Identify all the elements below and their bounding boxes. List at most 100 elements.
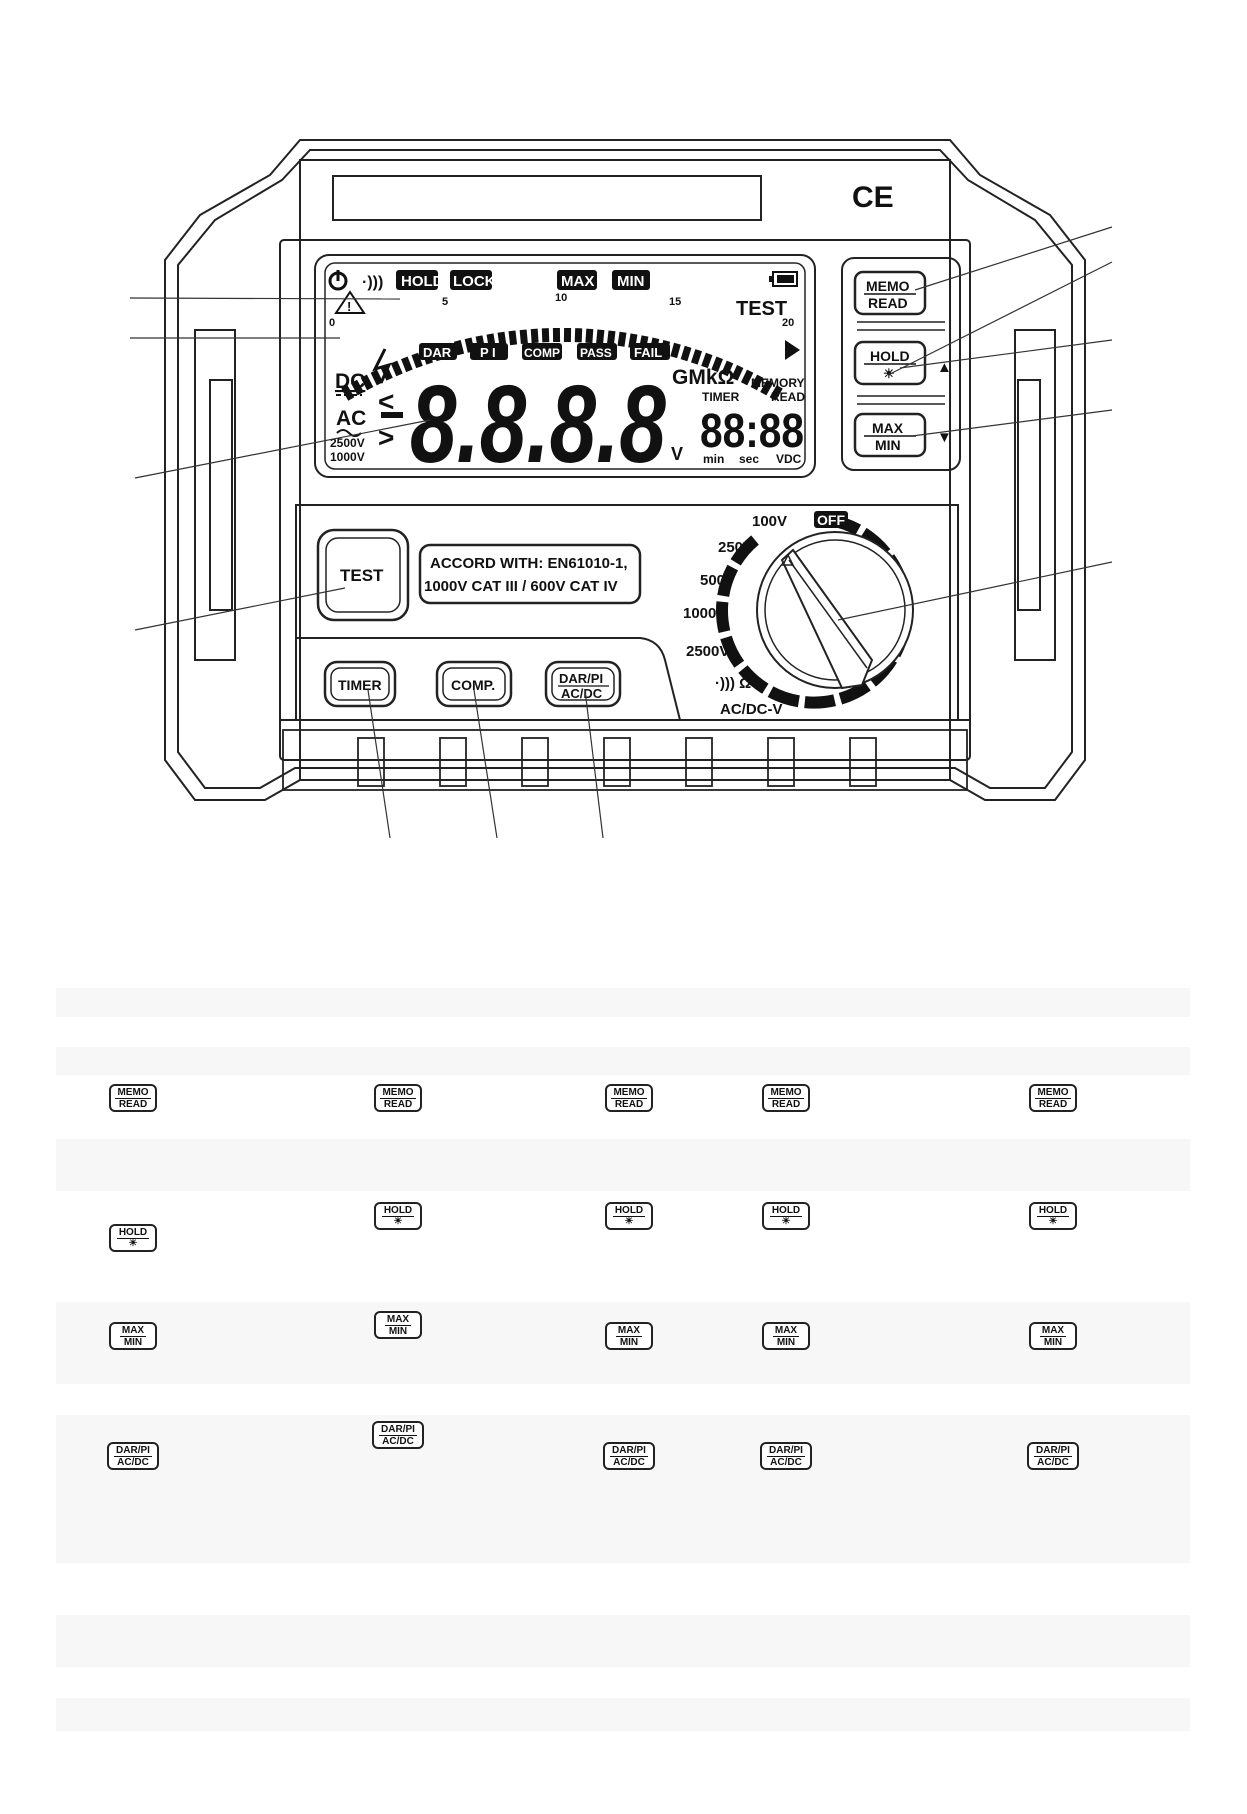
sec-unit: sec — [739, 452, 759, 466]
lcd-display — [314, 254, 816, 478]
bar-graph-segment — [760, 379, 774, 396]
main-digits: 8.8.8.8 — [410, 363, 667, 486]
bar-graph-segment — [530, 328, 539, 344]
v1000-indicator: 1000V — [330, 450, 365, 464]
bar-graph-segment — [508, 330, 518, 346]
battery-icon — [769, 271, 798, 287]
off-label-bg — [814, 511, 848, 528]
fail-indicator-bg — [630, 343, 670, 360]
pi-indicator: P I — [480, 345, 496, 360]
max-min-button[interactable]: MAX MIN — [853, 412, 927, 458]
timer-button-label: TIMER — [338, 677, 382, 693]
hold-label: HOLD — [870, 348, 910, 364]
bar-graph-segment — [401, 356, 413, 373]
read-label: READ — [868, 295, 908, 311]
dial-2500v: 2500V — [686, 643, 729, 660]
comp-indicator: COMP — [524, 346, 560, 360]
bar-graph-segment — [453, 340, 465, 356]
lock-indicator: LOCK — [453, 273, 496, 290]
bar-graph-arrow-icon — [785, 340, 800, 360]
dial-500v: 500V — [700, 572, 735, 589]
svg-text:!: ! — [347, 299, 351, 314]
dial-250v: 250V — [718, 539, 753, 556]
min-indicator: MIN — [617, 273, 645, 290]
bar-graph-segment — [680, 345, 692, 362]
max-indicator-bg — [557, 270, 597, 290]
acdc-label: AC/DC — [561, 686, 603, 701]
bar-graph-segment — [721, 360, 734, 377]
timer-button[interactable]: TIMER — [323, 660, 397, 708]
bar-graph-segment — [606, 330, 616, 346]
meter-body — [164, 139, 1086, 801]
scale-label-5: 5 — [442, 296, 448, 308]
test-indicator: TEST — [736, 298, 787, 320]
dial-1000v: 1000V — [683, 605, 726, 622]
scale-label-20: 20 — [782, 317, 794, 329]
greater-than-icon: > — [378, 422, 394, 453]
bar-graph-segment — [731, 365, 744, 381]
bar-graph-segment — [390, 360, 403, 377]
scale-label-15: 15 — [669, 296, 681, 308]
pass-indicator-bg — [577, 343, 617, 360]
up-arrow-icon: ▲ — [937, 359, 952, 376]
right-key-panel — [841, 257, 961, 471]
accord-box: ACCORD WITH: EN61010-1, 1000V CAT III / … — [418, 543, 642, 605]
dial-acdcv: AC/DC-V — [720, 701, 783, 718]
min-indicator-bg — [612, 270, 650, 290]
max-indicator: MAX — [561, 273, 594, 290]
darpi-acdc-button[interactable]: DAR/PI AC/DC — [544, 660, 622, 708]
bar-graph-segment — [750, 374, 764, 391]
bar-graph-segment — [541, 328, 550, 343]
dar-indicator: DAR — [423, 345, 452, 360]
test-button[interactable]: TEST — [316, 528, 410, 622]
bar-graph-segment — [690, 349, 703, 365]
bar-graph-segment — [360, 374, 374, 391]
bar-graph-segment — [411, 352, 423, 369]
ac-indicator: AC — [336, 407, 366, 430]
hold-indicator-bg — [396, 270, 438, 290]
unit-v: V — [671, 444, 683, 464]
bar-graph-segment — [670, 342, 681, 359]
power-icon — [328, 270, 348, 291]
accord-line-2: 1000V CAT III / 600V CAT IV — [424, 578, 618, 595]
bar-graph-segment — [711, 356, 723, 373]
comp-button-label: COMP. — [451, 677, 495, 693]
bar-graph-segment — [519, 329, 528, 345]
v2500-indicator: 2500V — [330, 436, 365, 450]
dc-indicator: DC — [335, 370, 365, 393]
memory-indicator: MEMORY — [751, 376, 805, 390]
bar-graph-segment — [596, 329, 605, 345]
comp-indicator-bg — [522, 343, 562, 360]
hold-backlight-button[interactable]: HOLD ☀ — [853, 340, 927, 386]
bottom-feet — [282, 729, 968, 791]
memo-read-button[interactable]: MEMO READ — [853, 270, 927, 316]
ac-symbol-icon — [336, 429, 362, 437]
bar-graph-segment — [574, 328, 583, 343]
callout-lines — [129, 226, 1113, 839]
darpi-label: DAR/PI — [559, 671, 603, 686]
dar-indicator-bg — [419, 343, 457, 360]
backlight-icon: ☀ — [883, 366, 895, 381]
beeper-icon: ·))) — [362, 274, 383, 291]
pass-indicator: PASS — [580, 346, 612, 360]
read-indicator: READ — [771, 390, 805, 404]
bar-graph-segment — [769, 385, 783, 401]
lower-panel-divider — [296, 637, 681, 721]
test-button-label: TEST — [340, 566, 384, 585]
accord-line-1: ACCORD WITH: EN61010-1, — [430, 555, 628, 572]
bar-graph-segment — [341, 385, 355, 401]
minus-sign-icon — [381, 412, 403, 418]
dial-pointer-icon — [781, 553, 795, 566]
vdc-unit: VDC — [776, 452, 802, 466]
less-than-icon: < — [378, 386, 394, 417]
comp-button[interactable]: COMP. — [435, 660, 513, 708]
dial-beep-ohm: ·))) Ω — [715, 675, 751, 692]
fail-indicator: FAIL — [634, 345, 662, 360]
warning-icon: ! — [334, 290, 366, 314]
bar-graph-segment — [701, 352, 713, 369]
bar-graph-segment — [740, 369, 754, 386]
memo-label: MEMO — [866, 278, 910, 294]
dial-100v: 100V — [752, 513, 787, 530]
bar-graph-segment — [350, 379, 364, 396]
rotary-dial[interactable] — [716, 514, 914, 709]
